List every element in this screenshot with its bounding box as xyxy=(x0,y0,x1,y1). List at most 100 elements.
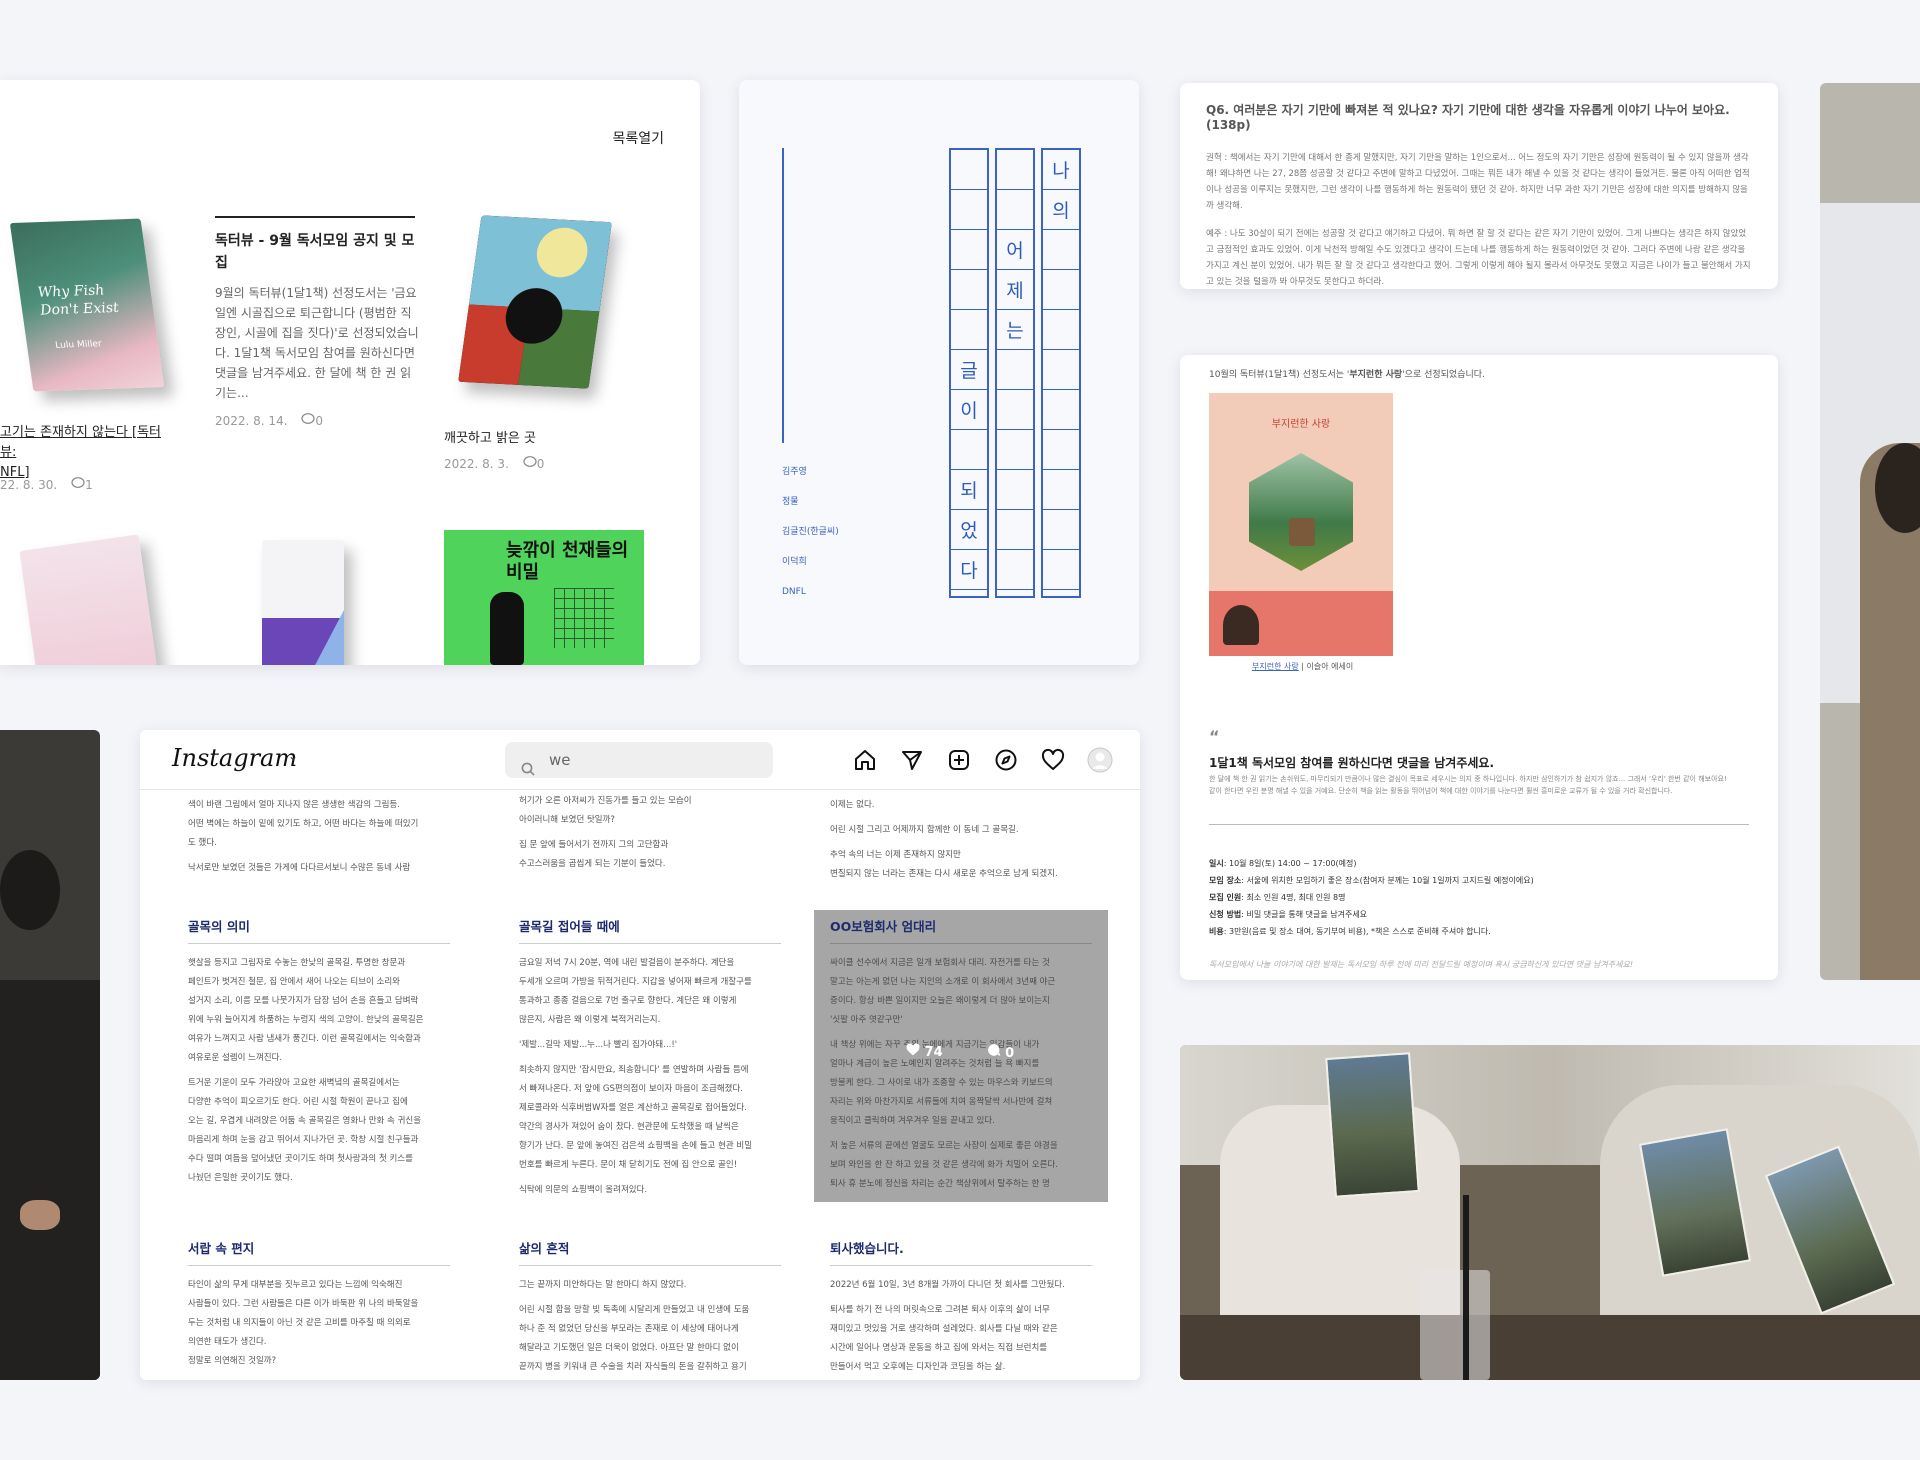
post-body: '제발...길막 제발...누...나 빨리 집가야돼...!' xyxy=(519,1040,678,1050)
grid-post[interactable]: 이제는 없다. 어린 시절 그리고 어제까지 함께한 이 동네 그 골목길. 추… xyxy=(814,792,1108,882)
photo-whiteboard-person xyxy=(1820,83,1920,980)
book-cover-pink[interactable] xyxy=(19,534,161,665)
notice-intro: 10월의 독터뷰(1달1책) 선정도서는 '부지런한 사랑'으로 선정되었습니다… xyxy=(1209,370,1485,380)
instagram-logo[interactable]: Instagram xyxy=(172,744,298,772)
manuscript-cell xyxy=(997,190,1033,230)
poem-authors: 김주영 정물 김글진(한글씨) 이덕희 DNFL xyxy=(782,457,839,607)
post-title: OO보험회사 엄대리 xyxy=(830,919,937,934)
instagram-window: Instagram ⌄ we 색이 바랜 그림에서 얼마 지나지 않은 생생한 … xyxy=(140,730,1140,1380)
post-title: 서랍 속 편지 xyxy=(188,1241,255,1256)
chevron-down-icon[interactable]: ⌄ xyxy=(288,749,299,763)
manuscript-cell xyxy=(997,350,1033,390)
manuscript-cell xyxy=(1043,270,1079,310)
grid-post[interactable]: 서랍 속 편지 타인이 삶의 무게 대부분을 짓누르고 있다는 느낌에 익숙해진… xyxy=(172,1232,466,1380)
profile-avatar[interactable] xyxy=(1085,745,1115,775)
manuscript-cell: 나 xyxy=(1043,150,1079,190)
discussion-question-card: Q6. 여러분은 자기 기만에 빠져본 적 있나요? 자기 기만에 대한 생각을… xyxy=(1180,83,1778,289)
book-cover-clean-bright[interactable] xyxy=(458,215,612,389)
post-divider xyxy=(830,943,1092,944)
grid-post[interactable]: 골목길 접어들 때에 금요일 저녁 7시 20분, 역에 내린 발걸음이 분주하… xyxy=(503,910,797,1202)
book-link[interactable]: 부지런한 사랑 xyxy=(1252,662,1299,671)
grid-post-hovered[interactable]: OO보험회사 엄대리 싸이클 선수에서 지금은 일개 보험회사 대리. 자전거를… xyxy=(814,910,1108,1202)
detail-row: 일시: 10월 8일(토) 14:00 ~ 17:00(예정) xyxy=(1209,859,1357,868)
grid-post[interactable]: 색이 바랜 그림에서 얼마 지나지 않은 생생한 색감의 그림등.어떤 벽에는 … xyxy=(172,792,466,882)
send-icon[interactable] xyxy=(897,745,927,775)
detail-row: 비용: 3만원(음료 및 장소 대여, 동기부여 비용), *책은 스스로 준비… xyxy=(1209,927,1491,936)
post-divider xyxy=(830,1265,1092,1266)
tennis-player-silhouette xyxy=(490,592,524,665)
comment-icon xyxy=(523,456,537,471)
grid-post[interactable]: 퇴사했습니다. 2022년 6월 10일, 3년 8개월 가까이 다니던 첫 회… xyxy=(814,1232,1108,1380)
grid-post[interactable]: 삶의 흔적 그는 끝까지 미안하다는 말 한마디 하지 않았다. 어린 시절 함… xyxy=(503,1232,797,1380)
detail-row: 모집 인원: 최소 인원 4명, 최대 인원 8명 xyxy=(1209,893,1346,902)
post-body: 그는 끝까지 미안하다는 말 한마디 하지 않았다. xyxy=(519,1280,687,1290)
photo-hand xyxy=(20,1200,60,1230)
home-icon[interactable] xyxy=(850,745,880,775)
manuscript-cell: 되 xyxy=(951,470,987,510)
manuscript-cell xyxy=(951,190,987,230)
author-portrait xyxy=(1223,605,1259,645)
grid-post[interactable]: 골목의 의미 햇살을 등지고 그림자로 수놓는 한낮의 골목길. 투명한 창문과… xyxy=(172,910,466,1202)
manuscript-cell xyxy=(1043,510,1079,550)
book-cover-purple[interactable] xyxy=(262,540,344,665)
detail-row: 모임 장소: 서울에 위치한 모임하기 좋은 장소(참여자 분께는 10월 1일… xyxy=(1209,876,1534,885)
instagram-top-bar: Instagram ⌄ we xyxy=(140,730,1140,790)
post-title: 퇴사했습니다. xyxy=(830,1241,904,1256)
photo-person xyxy=(1860,443,1920,980)
poem-vertical-rule xyxy=(782,148,784,443)
manuscript-cell xyxy=(997,150,1033,190)
manuscript-cell xyxy=(997,470,1033,510)
book-caption: 부지런한 사랑 | 이슬아 에세이 xyxy=(1252,662,1354,671)
manuscript-cell: 이 xyxy=(951,390,987,430)
manuscript-cell xyxy=(1043,470,1079,510)
nav-icons xyxy=(850,745,1115,775)
manuscript-cell xyxy=(951,270,987,310)
new-post-icon[interactable] xyxy=(944,745,974,775)
explore-icon[interactable] xyxy=(991,745,1021,775)
manuscript-cell: 는 xyxy=(997,310,1033,350)
comment-filled-icon xyxy=(987,1044,1001,1061)
post-title[interactable]: 고기는 존재하지 않는다 [독터뷰:NFL] xyxy=(0,425,161,480)
post-meta: 22. 8. 30. 1 xyxy=(0,477,93,492)
manuscript-cell xyxy=(997,510,1033,550)
book-cover-diligent-love[interactable]: 부지런한 사랑 xyxy=(1209,393,1393,656)
manuscript-cell xyxy=(1043,230,1079,270)
cover-stump xyxy=(1289,518,1315,546)
author-name: 이덕희 xyxy=(782,557,807,567)
notice-divider xyxy=(1209,824,1749,825)
search-icon xyxy=(521,753,535,789)
comment-icon xyxy=(301,413,315,428)
manuscript-cell xyxy=(997,550,1033,590)
answer-paragraph: 권혁 : 책에서는 자기 기만에 대해서 한 종게 말했지만, 자기 기만을 말… xyxy=(1206,153,1750,211)
manuscript-cell xyxy=(1043,550,1079,590)
heart-icon[interactable] xyxy=(1038,745,1068,775)
comment-icon xyxy=(71,477,85,492)
drink-cup xyxy=(1420,1270,1490,1380)
post-title[interactable]: 깨끗하고 밝은 곳 xyxy=(444,431,536,446)
postcard xyxy=(1325,1052,1420,1198)
comments-stat: 0 xyxy=(987,1043,1014,1061)
book-cover-author: Lulu Miller xyxy=(54,339,103,351)
answer-paragraph: 예주 : 나도 30살이 되기 전에는 성공할 것 같다고 얘기하고 다녔어. … xyxy=(1206,229,1751,287)
post-divider xyxy=(519,943,781,944)
photo-figure xyxy=(0,980,100,1380)
featured-divider xyxy=(215,216,415,218)
hover-stats: 74 0 xyxy=(906,1043,1014,1061)
manuscript-cell xyxy=(997,390,1033,430)
search-input[interactable]: we xyxy=(505,742,773,778)
post-meta: 2022. 8. 3. 0 xyxy=(444,456,545,471)
open-list-button[interactable]: 목록열기 xyxy=(612,131,664,147)
manuscript-cell: 다 xyxy=(951,550,987,590)
